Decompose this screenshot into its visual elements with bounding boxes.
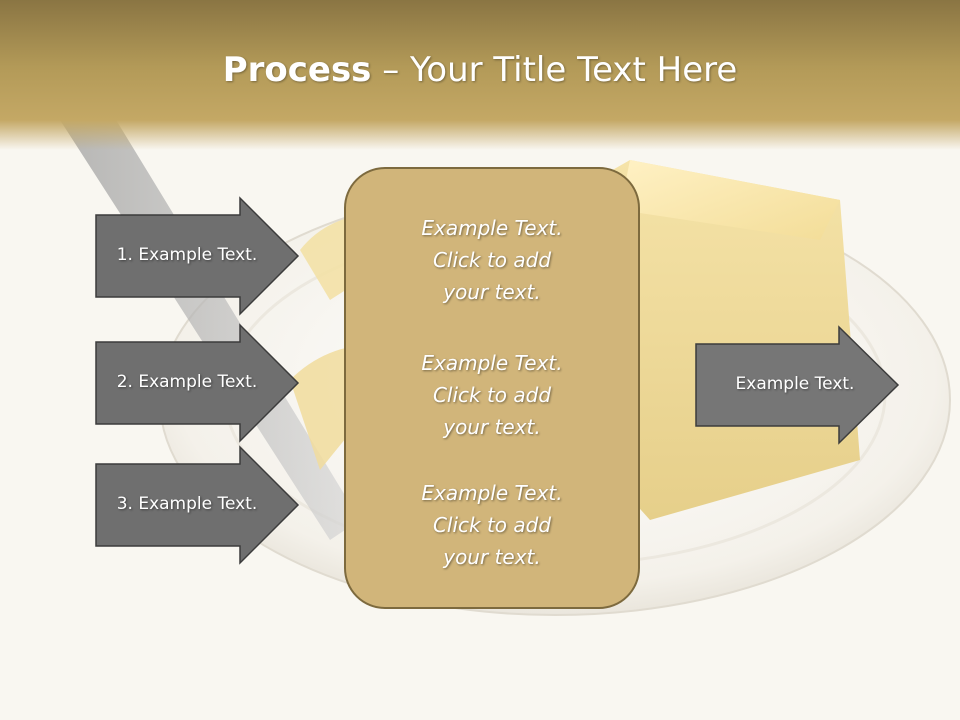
center-text-line: Example Text. <box>421 216 563 240</box>
center-text-line: Click to add <box>432 513 552 537</box>
left-arrow-2-label: 2. Example Text. <box>116 372 258 392</box>
center-text-line: Click to add <box>432 248 552 272</box>
center-text-line: Example Text. <box>421 351 563 375</box>
center-text-line: Example Text. <box>421 481 563 505</box>
center-text-block-2[interactable]: Example Text. Click to add your text. <box>345 347 639 443</box>
center-text-line: your text. <box>443 280 541 304</box>
center-box[interactable] <box>344 167 640 609</box>
center-text-block-1[interactable]: Example Text. Click to add your text. <box>345 212 639 308</box>
center-text-line: Click to add <box>432 383 552 407</box>
left-arrow-3-label: 3. Example Text. <box>116 494 258 514</box>
title-rest: – Your Title Text Here <box>371 50 738 90</box>
left-arrow-1[interactable] <box>95 196 300 316</box>
left-arrow-2[interactable] <box>95 323 300 443</box>
center-text-line: your text. <box>443 545 541 569</box>
title-band <box>0 0 960 150</box>
left-arrow-1-label: 1. Example Text. <box>116 245 258 265</box>
center-text-line: your text. <box>443 415 541 439</box>
left-arrow-3[interactable] <box>95 445 300 565</box>
right-arrow[interactable] <box>695 325 900 445</box>
title-bold: Process <box>222 50 372 90</box>
slide-title: Process – Your Title Text Here <box>0 50 960 90</box>
right-arrow-label: Example Text. <box>735 374 855 394</box>
center-text-block-3[interactable]: Example Text. Click to add your text. <box>345 477 639 573</box>
